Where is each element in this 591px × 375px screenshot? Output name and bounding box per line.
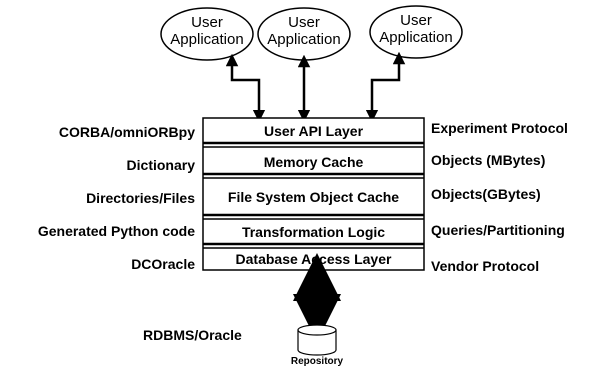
layer-database-access: Database Access Layer	[235, 251, 392, 267]
app-label-1: User Application	[160, 14, 254, 48]
right-label-queries: Queries/Partitioning	[431, 222, 565, 238]
layer-transformation-logic: Transformation Logic	[241, 224, 386, 240]
layer-memory-cache: Memory Cache	[263, 154, 364, 170]
left-label-dictionary: Dictionary	[126, 157, 195, 173]
app-label-line1: User	[400, 12, 432, 29]
left-label-dcoracle: DCOracle	[131, 256, 195, 272]
app-label-line2: Application	[170, 31, 244, 48]
app-label-3: User Application	[369, 12, 463, 46]
app-ellipse-1	[160, 7, 254, 61]
repository-label: Repository	[290, 356, 344, 367]
layer-file-system-cache: File System Object Cache	[227, 189, 400, 205]
right-label-objects-mbytes: Objects (MBytes)	[431, 152, 546, 168]
right-label-objects-gbytes: Objects(GBytes)	[431, 186, 541, 202]
app-label-line2: Application	[379, 29, 453, 46]
app-connector-3	[365, 51, 406, 123]
layer-user-api: User API Layer	[263, 123, 364, 139]
app-label-line1: User	[288, 14, 320, 31]
app-ellipse-3	[369, 5, 463, 59]
app-label-2: User Application	[257, 14, 351, 48]
app-connector-1	[225, 53, 266, 123]
left-label-python: Generated Python code	[37, 223, 195, 239]
left-label-directories: Directories/Files	[86, 190, 195, 206]
right-label-experiment: Experiment Protocol	[431, 120, 568, 136]
app-label-line1: User	[191, 14, 223, 31]
right-label-vendor: Vendor Protocol	[431, 258, 540, 274]
left-label-corba: CORBA/omniORBpy	[58, 124, 195, 140]
repository-cylinder-icon	[297, 324, 337, 356]
app-label-line2: Application	[267, 31, 341, 48]
rdbms-label: RDBMS/Oracle	[143, 327, 242, 343]
